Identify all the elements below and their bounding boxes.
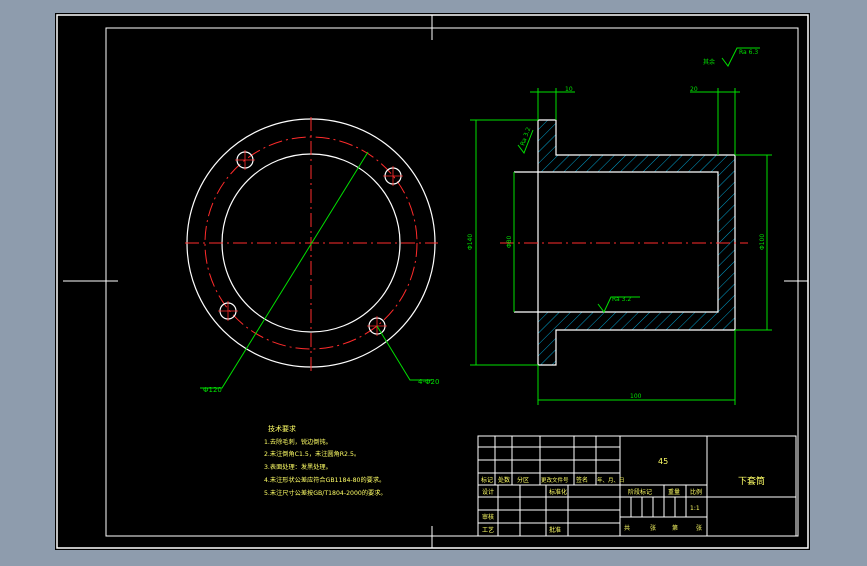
- tb-part-name: 下套筒: [738, 475, 765, 487]
- dim-body-diameter: Φ100: [759, 234, 766, 250]
- technical-notes: 技术要求 1.去除毛刺，锐边倒钝。 2.未注倒角C1.5，未注圆角R2.5。 3…: [264, 424, 387, 497]
- section-view: 10 20 Φ140 Φ80 Φ100 100 Ra 3.2 Ra 3.2 其余…: [467, 47, 772, 405]
- tb-date: 年、月、日: [597, 476, 625, 484]
- tb-sheet-total: 共: [624, 524, 630, 532]
- tb-sheet-unit-2: 张: [696, 524, 702, 532]
- front-view: Φ120 4-Φ20: [185, 117, 439, 394]
- notes-item-4: 4.未注形状公差应符合GB1184-80的要求。: [264, 476, 385, 484]
- tb-review: 审核: [482, 513, 494, 521]
- notes-item-5: 5.未注尺寸公差按GB/T1804-2000的要求。: [264, 489, 387, 497]
- tb-approve: 批准: [549, 526, 561, 534]
- roughness-symbol-inner: [597, 296, 640, 313]
- title-block: 标记 处数 分区 更改文件号 签名 年、月、日 设计 标准化 审核 工艺 批准 …: [477, 435, 797, 537]
- canvas: [55, 13, 810, 550]
- roughness-general-prefix: 其余: [703, 58, 715, 66]
- roughness-symbol-general: [721, 47, 760, 67]
- dim-bore: Φ80: [506, 235, 513, 248]
- notes-item-3: 3.表面处理：发黑处理。: [264, 463, 332, 471]
- notes-title: 技术要求: [268, 424, 296, 433]
- hatch-bottom: [538, 312, 735, 365]
- notes-item-2: 2.未注倒角C1.5，未注圆角R2.5。: [264, 450, 360, 458]
- tb-material: 45: [658, 457, 668, 466]
- tb-count: 处数: [498, 476, 510, 484]
- dim-length: 100: [630, 393, 642, 400]
- dim-diameter-label: Φ120: [203, 386, 222, 394]
- tb-stage-mark: 阶段标记: [628, 488, 652, 496]
- tb-weight: 重量: [668, 488, 680, 496]
- tb-mark: 标记: [481, 476, 493, 484]
- notes-item-1: 1.去除毛刺，锐边倒钝。: [264, 438, 332, 446]
- roughness-inner-label: Ra 3.2: [612, 296, 631, 303]
- tb-process: 工艺: [482, 526, 494, 534]
- roughness-symbol-top: [517, 129, 534, 155]
- dim-flange-diameter: Φ140: [467, 234, 474, 250]
- dim-wall: 20: [690, 86, 698, 93]
- tb-sheet-no: 第: [672, 524, 678, 532]
- dim-flange-thickness: 10: [565, 86, 573, 93]
- inner-frame: [105, 27, 799, 537]
- tb-standardize: 标准化: [549, 488, 567, 496]
- hatch-top: [538, 120, 735, 312]
- tb-zone: 分区: [517, 476, 529, 484]
- dim-holes-label: 4-Φ20: [418, 378, 439, 386]
- tb-change-doc: 更改文件号: [541, 476, 569, 484]
- tb-signature: 签名: [576, 476, 588, 484]
- tb-scale-label: 比例: [690, 488, 702, 496]
- section-dimensions: [470, 88, 772, 405]
- centering-marks: [63, 15, 808, 548]
- tb-sheet-unit: 张: [650, 524, 656, 532]
- roughness-general-label: Ra 6.3: [739, 49, 758, 56]
- tb-design: 设计: [482, 488, 494, 496]
- diameter-leader: [200, 151, 369, 389]
- tb-scale: 1:1: [690, 505, 700, 512]
- holes-leader: [376, 325, 432, 381]
